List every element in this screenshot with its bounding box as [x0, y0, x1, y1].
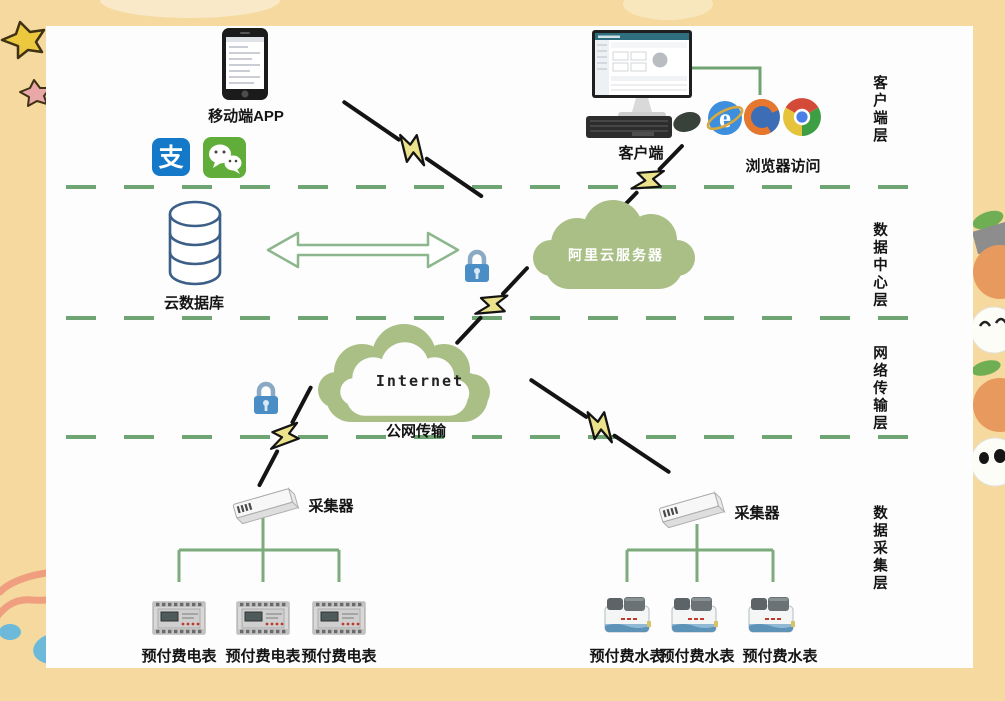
cloud-database-label: 云数据库 — [163, 295, 225, 312]
water-meter-icon — [671, 597, 718, 633]
smartphone-icon — [222, 28, 268, 100]
persimmon-decoration — [970, 210, 1005, 487]
electric-meter-label: 预付费电表 — [301, 648, 377, 665]
cream-blob-decoration — [100, 0, 280, 18]
client-label: 客户端 — [618, 145, 664, 162]
collector-bus-right — [625, 524, 775, 582]
desktop-client-icon — [586, 30, 701, 138]
chrome-browser-icon — [783, 98, 821, 136]
padlock-icon — [254, 381, 278, 414]
electric-meter-label: 预付费电表 — [141, 648, 217, 665]
ali-cloud-label: 阿里云服务器 — [568, 247, 664, 263]
star-icon — [0, 20, 46, 60]
water-meter-icon — [748, 597, 795, 633]
layer-label-client: 客户端层 — [871, 75, 887, 145]
public-network-label: 公网传输 — [385, 423, 447, 440]
browser-access-label: 浏览器访问 — [745, 158, 821, 175]
layer-label-data-center: 数据中心层 — [871, 222, 887, 310]
collector-left-label: 采集器 — [308, 498, 354, 515]
ie-browser-icon: e — [706, 101, 744, 135]
diagram-panel: 支 — [46, 26, 973, 668]
water-meter-label: 预付费水表 — [742, 648, 818, 665]
water-meter-icon — [604, 597, 651, 633]
keyboard-icon — [586, 116, 672, 138]
wechat-icon — [203, 137, 246, 178]
database-cylinder-icon — [168, 200, 222, 286]
electric-meter-icon — [312, 601, 366, 635]
mouse-icon — [673, 111, 701, 133]
lightning-bolt-icon — [342, 100, 484, 199]
layer-label-network: 网络传输层 — [871, 345, 887, 433]
electric-meter-label: 预付费电表 — [225, 648, 301, 665]
padlock-icon — [465, 249, 489, 282]
collector-right-label: 采集器 — [734, 505, 780, 522]
cream-blob-decoration — [623, 0, 713, 20]
alipay-icon: 支 — [152, 138, 190, 176]
ali-cloud-icon — [533, 200, 695, 289]
electric-meter-icon — [236, 601, 290, 635]
firefox-browser-icon — [744, 99, 780, 135]
mobile-app-label: 移动端APP — [208, 108, 284, 125]
lightning-bolt-icon — [455, 266, 529, 345]
internet-label: Internet — [375, 372, 465, 390]
electric-meter-icon — [152, 601, 206, 635]
collector-device-icon — [232, 486, 300, 525]
svg-text:支: 支 — [158, 143, 183, 172]
lightning-bolt-icon — [529, 378, 671, 474]
lightning-bolt-icon — [257, 385, 313, 488]
internet-cloud-icon — [318, 324, 490, 422]
collector-device-icon — [658, 490, 726, 529]
diagram-wires — [66, 66, 936, 582]
layer-divider-lines — [66, 185, 936, 439]
sync-arrow-icon — [266, 231, 460, 269]
monitor-connector-line — [692, 66, 762, 95]
collector-bus-left — [177, 518, 341, 582]
water-meter-label: 预付费水表 — [659, 648, 735, 665]
layer-label-collection: 数据采集层 — [871, 505, 887, 593]
pink-star-icon — [19, 79, 51, 107]
water-meter-label: 预付费水表 — [589, 648, 665, 665]
